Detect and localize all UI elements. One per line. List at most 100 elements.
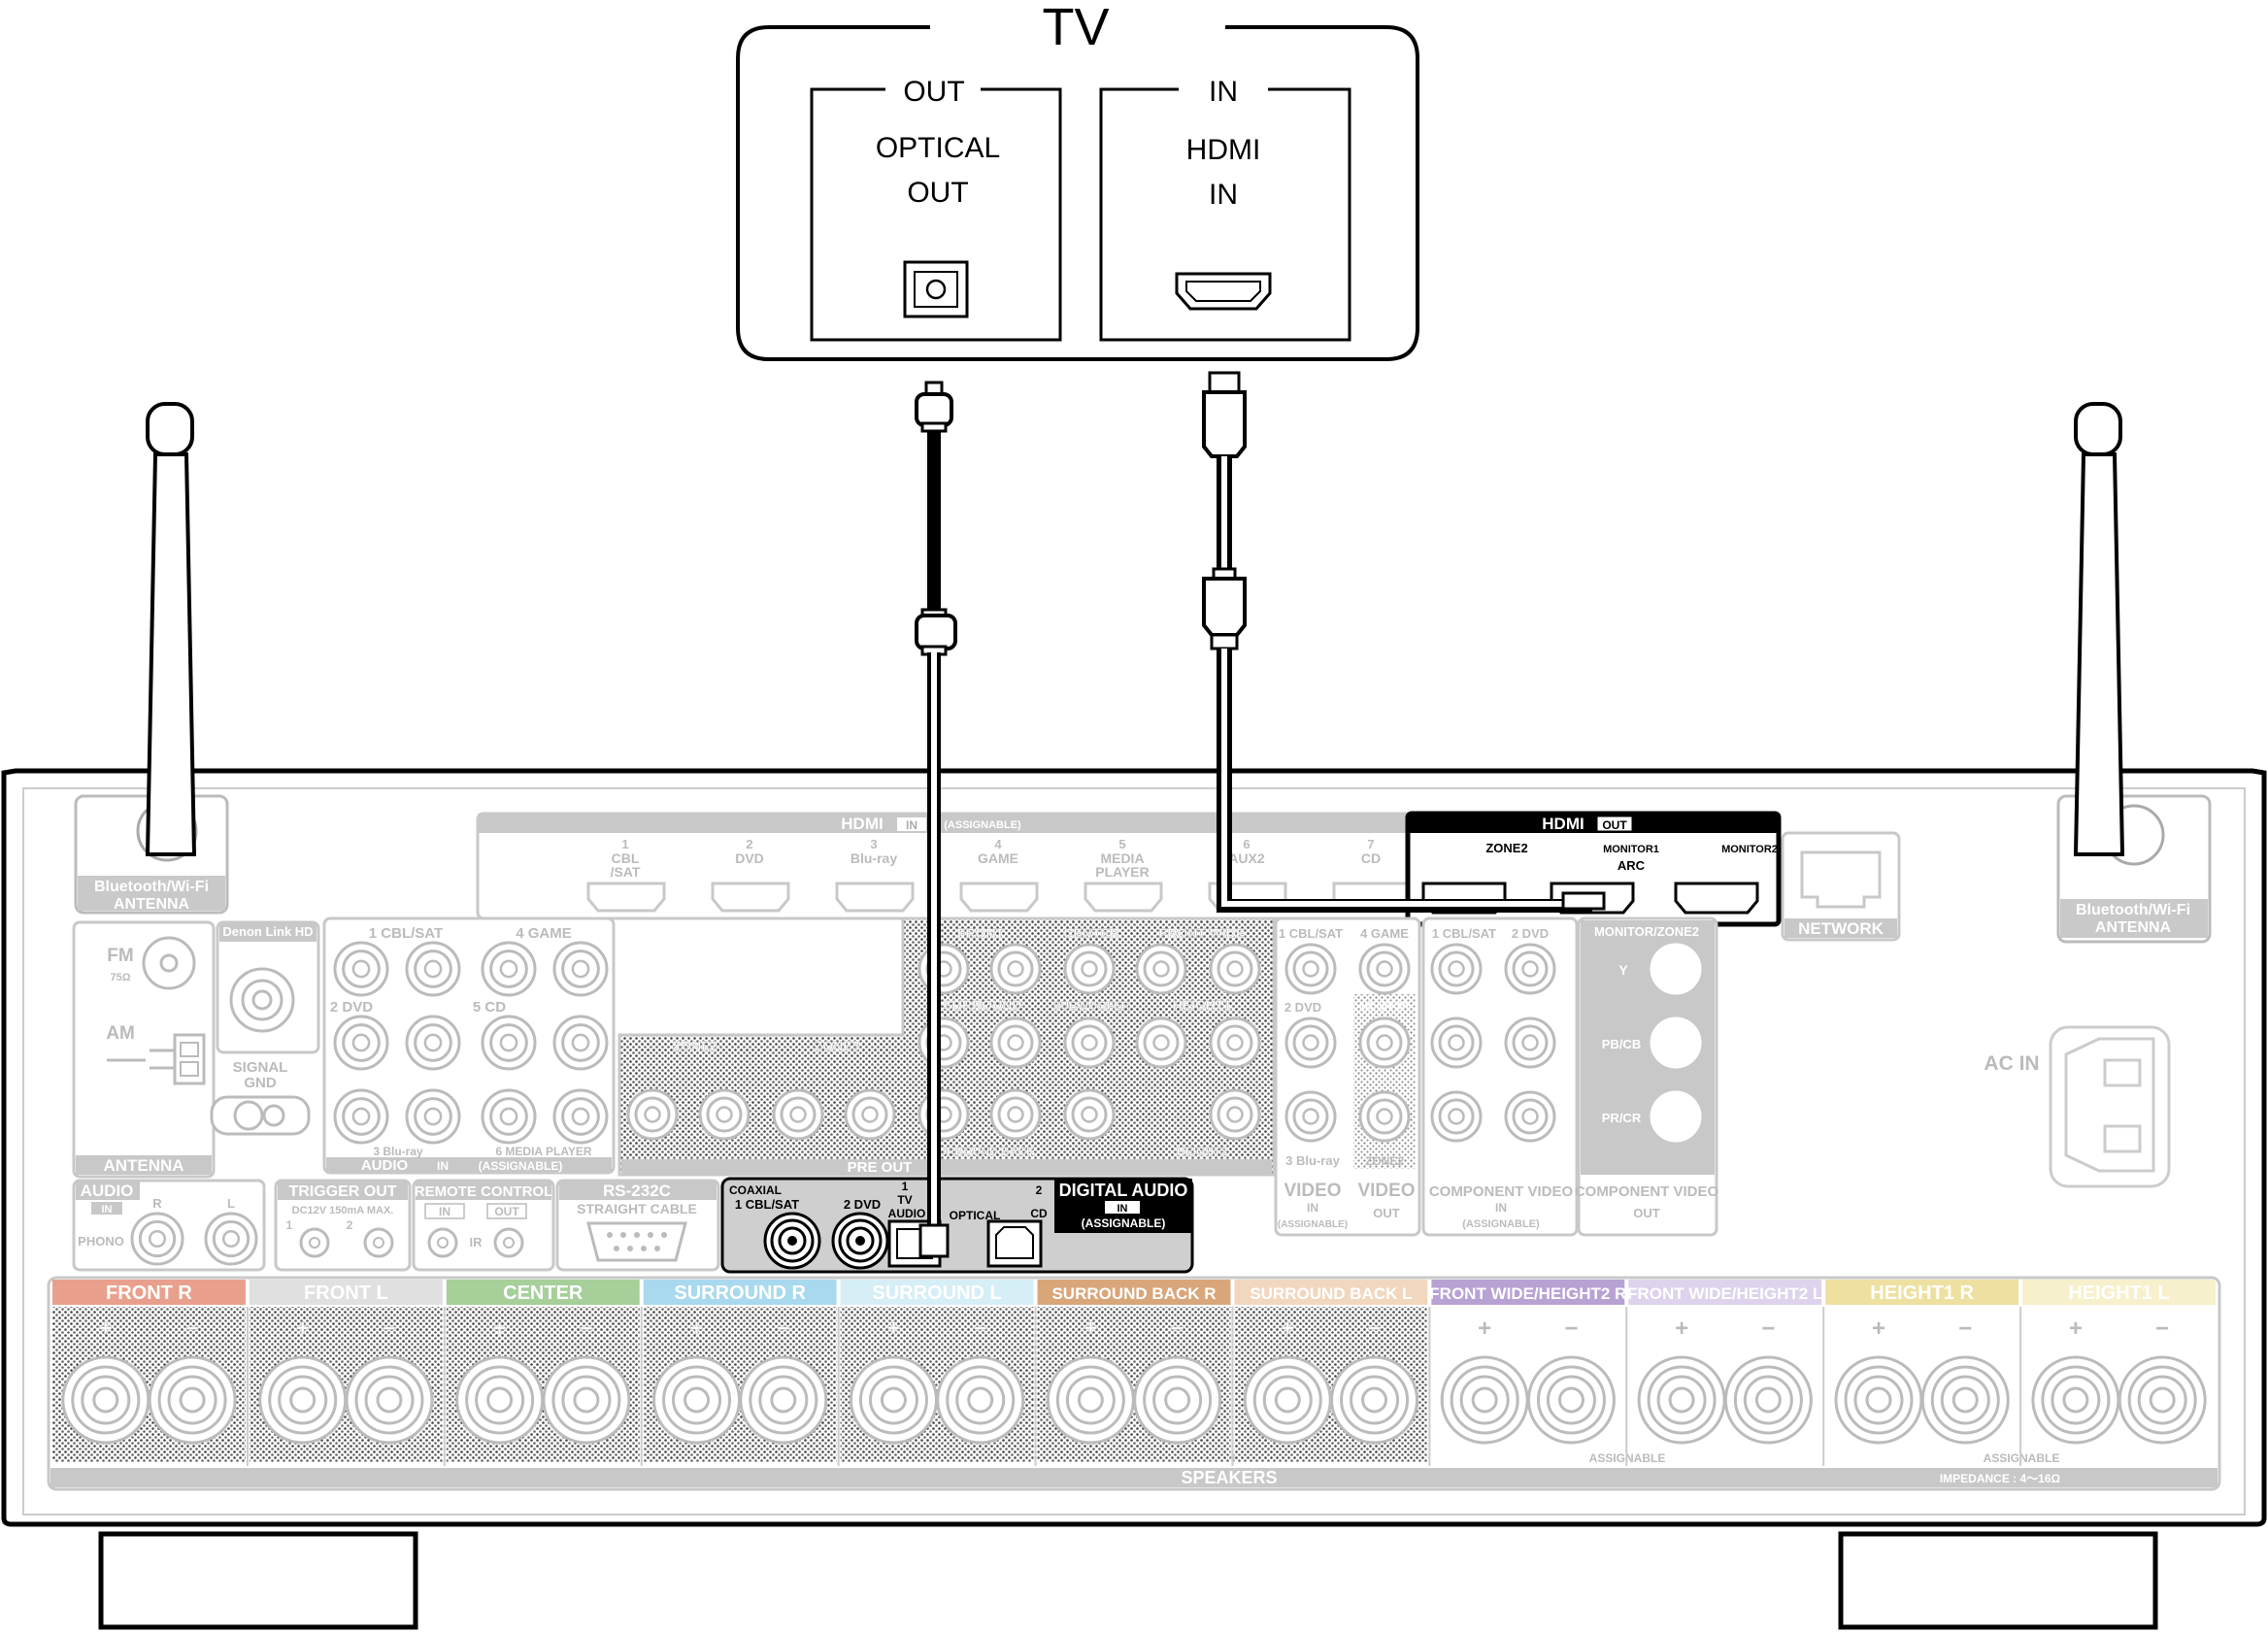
- audio-in-jack-0-2[interactable]: [481, 941, 537, 997]
- component-in-assignable: (ASSIGNABLE): [1462, 1218, 1540, 1230]
- hdmi-in-port-4[interactable]: [959, 882, 1039, 913]
- component-out-jack-0[interactable]: [1650, 943, 1702, 995]
- component-out-jack-1[interactable]: [1650, 1016, 1702, 1069]
- speaker-terminal-minus[interactable]: [936, 1355, 1025, 1445]
- speaker-terminal-plus[interactable]: [849, 1355, 938, 1445]
- speaker-terminal-minus[interactable]: [345, 1355, 434, 1445]
- component-in-jack-1-0[interactable]: [1430, 1016, 1483, 1069]
- am-terminal[interactable]: [107, 1033, 206, 1085]
- audio-in-jack-2-0[interactable]: [333, 1088, 389, 1145]
- audio-in-jack-0-3[interactable]: [552, 941, 609, 997]
- component-in-jack-0-1[interactable]: [1504, 943, 1556, 995]
- hdmi-out-monitor2-port[interactable]: [1674, 882, 1759, 915]
- pre-out-center: CENTER: [1063, 925, 1119, 941]
- speaker-terminal-plus[interactable]: [1834, 1355, 1923, 1445]
- component-out-jack-2[interactable]: [1650, 1090, 1702, 1143]
- audio-in-jack-1-3[interactable]: [552, 1015, 609, 1071]
- pre-out-jack-2-2[interactable]: [1063, 1088, 1116, 1141]
- component-monitor-zone2: MONITOR/ZONE2: [1594, 924, 1699, 939]
- zone-pre-out-jack-0[interactable]: [626, 1088, 679, 1141]
- audio-in-jack-0-0[interactable]: [333, 941, 389, 997]
- speaker-terminal-minus[interactable]: [1133, 1355, 1222, 1445]
- zone-pre-out-jack-1[interactable]: [698, 1088, 750, 1141]
- speaker-terminal-minus[interactable]: [542, 1355, 631, 1445]
- speaker-terminal-minus[interactable]: [1723, 1355, 1813, 1445]
- rs232c-port[interactable]: [586, 1221, 687, 1262]
- pre-out-jack-2-0[interactable]: [917, 1088, 970, 1141]
- speaker-plus-sign: +: [1084, 1316, 1097, 1342]
- speaker-terminal-plus[interactable]: [1637, 1355, 1726, 1445]
- speaker-terminal-plus[interactable]: [258, 1355, 348, 1445]
- tv-optical-out-port[interactable]: [903, 260, 969, 318]
- speaker-terminal-plus[interactable]: [652, 1355, 742, 1445]
- antenna-left[interactable]: [74, 402, 229, 915]
- video-in-jack-game[interactable]: [1358, 943, 1411, 995]
- video-zone2-out-jack[interactable]: [1358, 1090, 1411, 1143]
- pre-out-jack-0-1[interactable]: [989, 943, 1042, 995]
- audio-in-jack-1-0[interactable]: [333, 1015, 389, 1071]
- speaker-plus-sign: +: [99, 1316, 113, 1342]
- speaker-plus-sign: +: [493, 1316, 507, 1342]
- video-in-jack-1[interactable]: [1284, 1016, 1337, 1069]
- antenna-fm-am-section: FM 75Ω AM ANTENNA: [72, 920, 216, 1179]
- pre-out-jack-1-3[interactable]: [1135, 1016, 1187, 1069]
- pre-out-jack-2-1[interactable]: [989, 1088, 1042, 1141]
- audio-in-jack-1-1[interactable]: [405, 1015, 461, 1071]
- component-in-jack-2-1[interactable]: [1504, 1090, 1556, 1143]
- speaker-terminal-minus[interactable]: [1526, 1355, 1616, 1445]
- tv-hdmi-in-port[interactable]: [1175, 272, 1272, 311]
- hdmi-in-port-2[interactable]: [711, 882, 790, 913]
- component-in-jack-0-0[interactable]: [1430, 943, 1483, 995]
- speaker-plus-sign: +: [2069, 1316, 2083, 1342]
- trigger-label: TRIGGER OUT: [288, 1183, 396, 1200]
- video-in-jack-0[interactable]: [1284, 943, 1337, 995]
- hdmi-in-port-3[interactable]: [835, 882, 915, 913]
- speaker-terminal-minus[interactable]: [739, 1355, 828, 1445]
- speaker-terminal-minus[interactable]: [1330, 1355, 1419, 1445]
- video-monitor-out-jack[interactable]: [1358, 1016, 1411, 1069]
- speaker-terminal-minus[interactable]: [148, 1355, 237, 1445]
- speaker-terminal-plus[interactable]: [61, 1355, 150, 1445]
- hdmi-in-port-5[interactable]: [1084, 882, 1163, 913]
- pre-out-jack-1-2[interactable]: [1063, 1016, 1116, 1069]
- ac-in-socket[interactable]: [2049, 1025, 2171, 1188]
- phono-jack-l[interactable]: [204, 1212, 258, 1266]
- pre-out-jack-0-2[interactable]: [1063, 943, 1116, 995]
- speaker-terminal-minus[interactable]: [1920, 1355, 2010, 1445]
- speaker-terminal-plus[interactable]: [2031, 1355, 2120, 1445]
- hdmi-in-port-1[interactable]: [586, 882, 666, 913]
- speaker-terminal-plus[interactable]: [455, 1355, 545, 1445]
- component-in-jack-1-1[interactable]: [1504, 1016, 1556, 1069]
- hdmi-out-section: HDMI OUT ZONE2 MONITOR1 ARC MONITOR2: [1405, 811, 1782, 927]
- zone-pre-out-jack-3[interactable]: [844, 1088, 896, 1141]
- coaxial-jack-1[interactable]: [763, 1212, 821, 1270]
- optical-jack-cd[interactable]: [986, 1219, 1043, 1268]
- audio-in-jack-2-1[interactable]: [405, 1088, 461, 1145]
- speaker-terminal-plus[interactable]: [1440, 1355, 1529, 1445]
- pre-out-jack-0-0[interactable]: [917, 943, 970, 995]
- coaxial-jack-2[interactable]: [831, 1212, 889, 1270]
- speaker-terminal-plus[interactable]: [1243, 1355, 1332, 1445]
- phono-jack-r[interactable]: [130, 1212, 184, 1266]
- audio-in-jack-2-3[interactable]: [552, 1088, 609, 1145]
- pre-out-jack-2-4[interactable]: [1209, 1088, 1261, 1141]
- pre-out-jack-0-4[interactable]: [1209, 943, 1261, 995]
- component-in-badge: IN: [1495, 1201, 1507, 1215]
- pre-out-jack-0-3[interactable]: [1135, 943, 1187, 995]
- antenna-right[interactable]: [2056, 402, 2212, 944]
- speaker-terminal-minus[interactable]: [2118, 1355, 2207, 1445]
- audio-in-jack-1-2[interactable]: [481, 1015, 537, 1071]
- speaker-terminal-plus[interactable]: [1046, 1355, 1135, 1445]
- zone-pre-out-jack-2[interactable]: [772, 1088, 824, 1141]
- hdmi-in-label: HDMI: [841, 815, 883, 833]
- video-in-jack-2[interactable]: [1284, 1090, 1337, 1143]
- network-port[interactable]: [1781, 831, 1901, 942]
- pre-out-jack-1-1[interactable]: [989, 1016, 1042, 1069]
- pre-out-jack-1-4[interactable]: [1209, 1016, 1261, 1069]
- component-in-jack-2-0[interactable]: [1430, 1090, 1483, 1143]
- speaker-channel-label: SURROUND BACK L: [1250, 1284, 1412, 1303]
- audio-in-jack-0-1[interactable]: [405, 941, 461, 997]
- audio-in-jack-2-2[interactable]: [481, 1088, 537, 1145]
- signal-gnd-terminal[interactable]: [210, 1095, 311, 1136]
- pre-out-jack-1-0[interactable]: [917, 1016, 970, 1069]
